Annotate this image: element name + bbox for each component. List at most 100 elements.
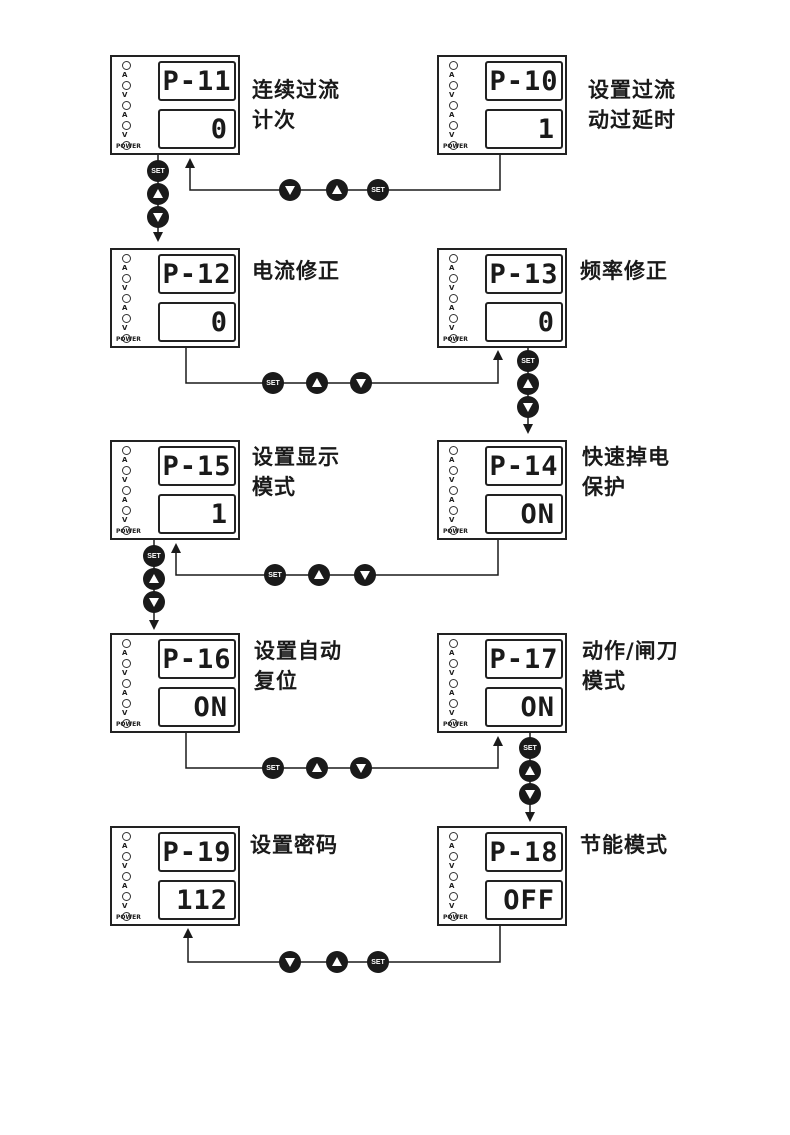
controller-panel-p14: A V A V POWER P-14 ON: [437, 440, 567, 540]
led-indicator: [122, 506, 131, 515]
led-indicator: [122, 486, 131, 495]
led-indicators: A V A V: [118, 446, 154, 535]
controller-panel-p11: A V A V POWER P-11 0: [110, 55, 240, 155]
up-button[interactable]: [306, 372, 328, 394]
led-indicator: [122, 446, 131, 455]
led-indicator: [122, 852, 131, 861]
param-label: 节能模式: [580, 833, 668, 857]
power-label: POWER: [116, 721, 141, 728]
up-button[interactable]: [326, 179, 348, 201]
power-label: POWER: [443, 336, 468, 343]
value-display: ON: [485, 494, 563, 534]
down-button[interactable]: [279, 179, 301, 201]
param-code: P-14: [489, 450, 559, 482]
led-indicator: [122, 314, 131, 323]
led-indicator: [122, 274, 131, 283]
up-button[interactable]: [143, 568, 165, 590]
power-label: POWER: [116, 143, 141, 150]
down-button[interactable]: [350, 372, 372, 394]
controller-panel-p12: A V A V POWER P-12 0: [110, 248, 240, 348]
param-value: ON: [520, 691, 555, 723]
param-label: 设置过流 动过延时: [588, 78, 676, 132]
led-indicator: [122, 294, 131, 303]
set-button[interactable]: SET: [147, 160, 169, 182]
led-indicator: [449, 274, 458, 283]
value-display: 0: [158, 302, 236, 342]
led-indicator: [449, 141, 458, 150]
led-indicators: A V A V: [118, 832, 154, 921]
down-button[interactable]: [279, 951, 301, 973]
down-arrow-icon: [356, 379, 366, 388]
down-button[interactable]: [143, 591, 165, 613]
down-arrow-icon: [525, 790, 535, 799]
param-code: P-13: [489, 258, 559, 290]
led-indicator: [449, 679, 458, 688]
code-display: P-16: [158, 639, 236, 679]
led-indicator: [122, 719, 131, 728]
set-button[interactable]: SET: [143, 545, 165, 567]
power-label: POWER: [443, 914, 468, 921]
down-button[interactable]: [517, 396, 539, 418]
set-button[interactable]: SET: [262, 757, 284, 779]
led-indicator: [122, 699, 131, 708]
up-button[interactable]: [308, 564, 330, 586]
param-label: 动作/闸刀 模式: [582, 639, 679, 693]
code-display: P-15: [158, 446, 236, 486]
led-indicator: [122, 101, 131, 110]
led-indicator: [449, 852, 458, 861]
led-indicator: [449, 254, 458, 263]
set-button[interactable]: SET: [262, 372, 284, 394]
led-indicator: [449, 466, 458, 475]
up-button[interactable]: [517, 373, 539, 395]
set-button[interactable]: SET: [519, 737, 541, 759]
led-indicator: [122, 526, 131, 535]
led-indicator: [449, 121, 458, 130]
set-button[interactable]: SET: [367, 951, 389, 973]
up-button[interactable]: [147, 183, 169, 205]
set-button[interactable]: SET: [517, 350, 539, 372]
value-display: 112: [158, 880, 236, 920]
param-code: P-15: [162, 450, 232, 482]
param-value: 0: [210, 306, 228, 338]
param-code: P-18: [489, 836, 559, 868]
led-indicator: [449, 639, 458, 648]
set-button[interactable]: SET: [264, 564, 286, 586]
up-button[interactable]: [519, 760, 541, 782]
up-arrow-icon: [153, 189, 163, 198]
up-arrow-icon: [332, 185, 342, 194]
up-arrow-icon: [314, 570, 324, 579]
param-label: 设置密码: [250, 833, 338, 857]
led-indicator: [122, 832, 131, 841]
led-indicator: [449, 446, 458, 455]
code-display: P-13: [485, 254, 563, 294]
up-arrow-icon: [312, 378, 322, 387]
set-button[interactable]: SET: [367, 179, 389, 201]
up-button[interactable]: [306, 757, 328, 779]
led-indicator: [449, 699, 458, 708]
param-code: P-11: [162, 65, 232, 97]
led-indicator: [449, 659, 458, 668]
led-indicator: [122, 81, 131, 90]
up-button[interactable]: [326, 951, 348, 973]
led-indicator: [449, 61, 458, 70]
code-display: P-17: [485, 639, 563, 679]
down-button[interactable]: [519, 783, 541, 805]
led-indicators: A V A V: [445, 832, 481, 921]
param-value: 0: [537, 306, 555, 338]
value-display: ON: [158, 687, 236, 727]
controller-panel-p10: A V A V POWER P-10 1: [437, 55, 567, 155]
code-display: P-11: [158, 61, 236, 101]
controller-panel-p16: A V A V POWER P-16 ON: [110, 633, 240, 733]
down-button[interactable]: [147, 206, 169, 228]
down-button[interactable]: [350, 757, 372, 779]
led-indicator: [122, 639, 131, 648]
power-label: POWER: [116, 336, 141, 343]
up-arrow-icon: [332, 957, 342, 966]
led-indicators: A V A V: [118, 254, 154, 343]
down-button[interactable]: [354, 564, 376, 586]
led-indicator: [449, 832, 458, 841]
led-indicator: [449, 912, 458, 921]
led-indicators: A V A V: [118, 639, 154, 728]
power-label: POWER: [443, 143, 468, 150]
